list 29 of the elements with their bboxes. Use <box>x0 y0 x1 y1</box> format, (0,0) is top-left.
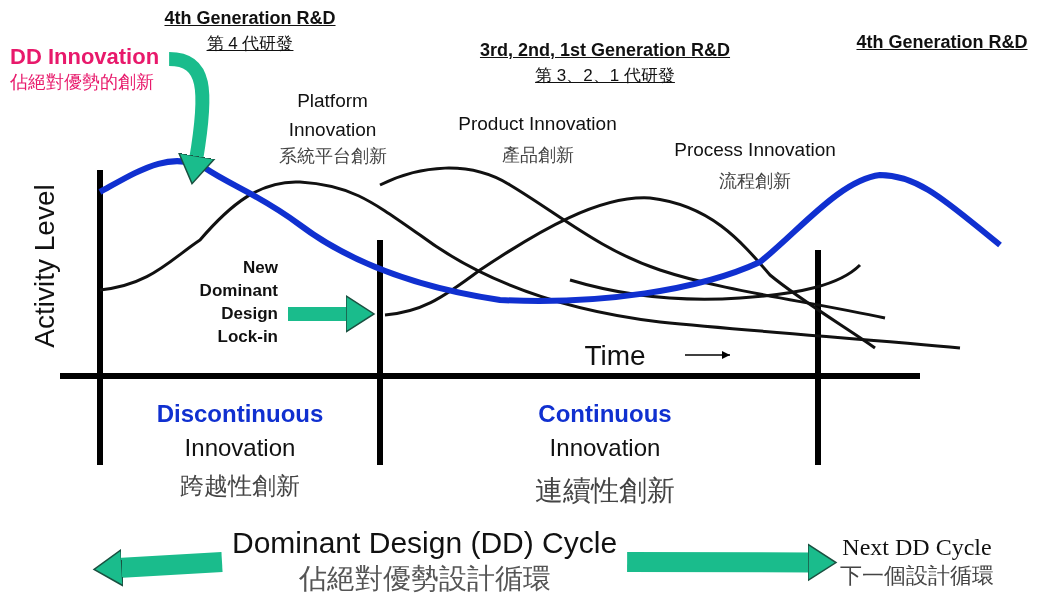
label-text: Innovation <box>548 434 662 462</box>
node-text: 佔絕對優勢的創新 <box>10 71 155 94</box>
node-text: Next DD Cycle <box>841 534 993 561</box>
label-text: 4th Generation R&D <box>855 32 1029 53</box>
label-text: Discontinuous <box>155 400 325 428</box>
node-text: New Dominant Design Lock-in <box>198 257 278 348</box>
label-text: Activity Level <box>29 183 61 350</box>
label-text: 3rd, 2nd, 1st Generation R&D <box>478 40 732 61</box>
label-text: 系統平台創新 <box>277 145 388 168</box>
label-text: 4th Generation R&D <box>163 8 337 29</box>
label-text: 第 4 代研發 <box>205 33 295 55</box>
node-text: Dominant Design (DD) Cycle <box>232 526 618 560</box>
label-text: Continuous <box>537 400 673 428</box>
label-text: 跨越性創新 <box>179 471 301 501</box>
label-text: Product Innovation <box>457 113 618 135</box>
label-text: Process Innovation <box>673 139 837 161</box>
label-text: Innovation <box>183 434 297 462</box>
label-text: 第 3、2、1 代研發 <box>534 65 676 87</box>
label-text: 流程創新 <box>718 170 792 193</box>
label-text: Time <box>583 340 647 372</box>
node-text: DD Innovation <box>10 44 160 70</box>
arrow <box>288 295 375 333</box>
arrow <box>627 543 837 582</box>
node-text: 佔絕對優勢設計循環 <box>297 562 552 596</box>
node-text: 下一個設計循環 <box>840 562 994 590</box>
label-text: Platform Innovation <box>287 89 378 142</box>
arrow <box>93 549 223 587</box>
label-text: 連續性創新 <box>534 474 676 508</box>
label-text: 產品創新 <box>500 144 575 167</box>
